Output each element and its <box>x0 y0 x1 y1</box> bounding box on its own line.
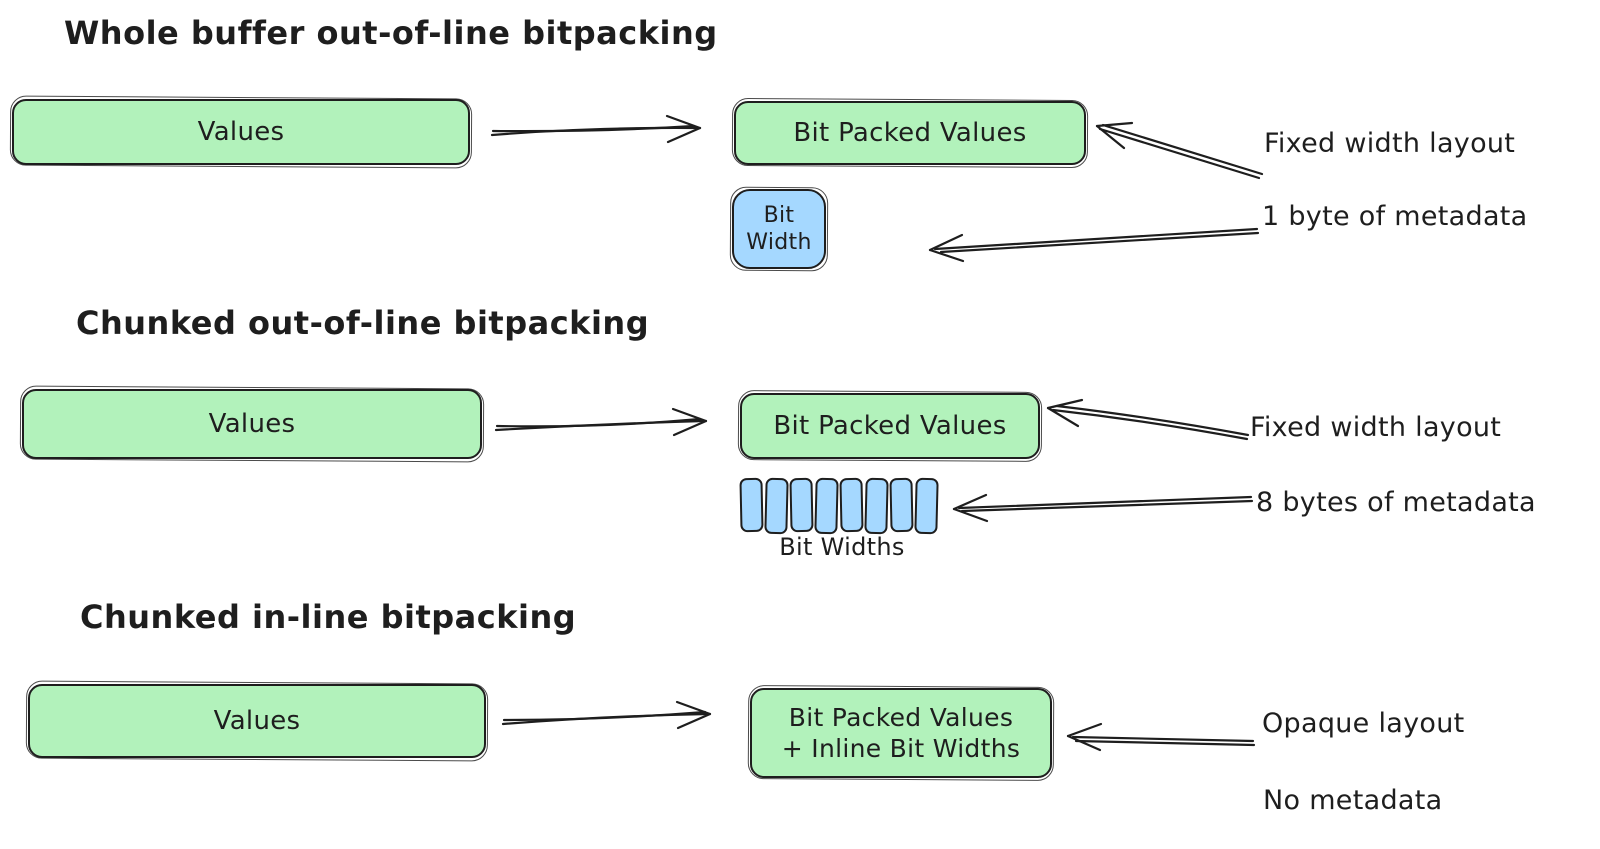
bit-width-cell <box>914 477 939 535</box>
section1-values-box: Values <box>12 99 470 165</box>
section2-bit-packed-values-label: Bit Packed Values <box>773 410 1007 441</box>
bit-width-cell <box>864 477 889 535</box>
section1-bit-width-box: Bit Width <box>732 189 826 269</box>
section2-bit-widths-label: Bit Widths <box>779 533 905 561</box>
section1-layout-annotation: Fixed width layout <box>1264 128 1516 159</box>
section3-metadata-annotation: No metadata <box>1263 785 1443 816</box>
section3-title: Chunked in-line bitpacking <box>80 598 577 636</box>
bit-width-cell <box>739 477 764 533</box>
section3-bit-packed-inline-box: Bit Packed Values + Inline Bit Widths <box>750 688 1052 778</box>
arrow-values-to-packed-3 <box>501 700 712 730</box>
bit-width-cell <box>789 477 814 533</box>
section2-values-label: Values <box>208 408 296 439</box>
section3-values-label: Values <box>213 705 301 736</box>
arrow-metadata-annotation-1 <box>928 227 1260 263</box>
section1-title: Whole buffer out-of-line bitpacking <box>64 14 718 52</box>
bit-width-cell <box>814 477 839 535</box>
arrow-layout-annotation-2 <box>1046 398 1250 441</box>
section1-bit-width-label: Bit Width <box>746 202 812 256</box>
bit-width-cell <box>764 477 789 535</box>
section2-values-box: Values <box>22 389 482 459</box>
arrow-layout-annotation-3 <box>1066 722 1256 752</box>
section1-values-label: Values <box>197 116 285 147</box>
arrow-values-to-packed-2 <box>494 407 708 437</box>
bit-width-cell <box>839 477 864 533</box>
section1-metadata-annotation: 1 byte of metadata <box>1262 201 1528 232</box>
section1-bit-packed-values-box: Bit Packed Values <box>734 101 1086 165</box>
section2-bit-width-cells <box>739 477 939 535</box>
section2-bit-packed-values-box: Bit Packed Values <box>740 393 1040 459</box>
section3-bit-packed-inline-label: Bit Packed Values + Inline Bit Widths <box>781 702 1021 763</box>
section2-title: Chunked out-of-line bitpacking <box>76 304 650 342</box>
arrow-values-to-packed-1 <box>490 114 702 144</box>
section3-values-box: Values <box>28 684 486 758</box>
section2-layout-annotation: Fixed width layout <box>1250 412 1502 443</box>
section2-metadata-annotation: 8 bytes of metadata <box>1256 487 1536 518</box>
arrow-metadata-annotation-2 <box>952 493 1254 523</box>
section1-bit-packed-values-label: Bit Packed Values <box>793 117 1027 148</box>
bit-width-cell <box>889 477 914 533</box>
arrow-layout-annotation-1 <box>1095 121 1264 180</box>
section3-layout-annotation: Opaque layout <box>1262 708 1465 739</box>
